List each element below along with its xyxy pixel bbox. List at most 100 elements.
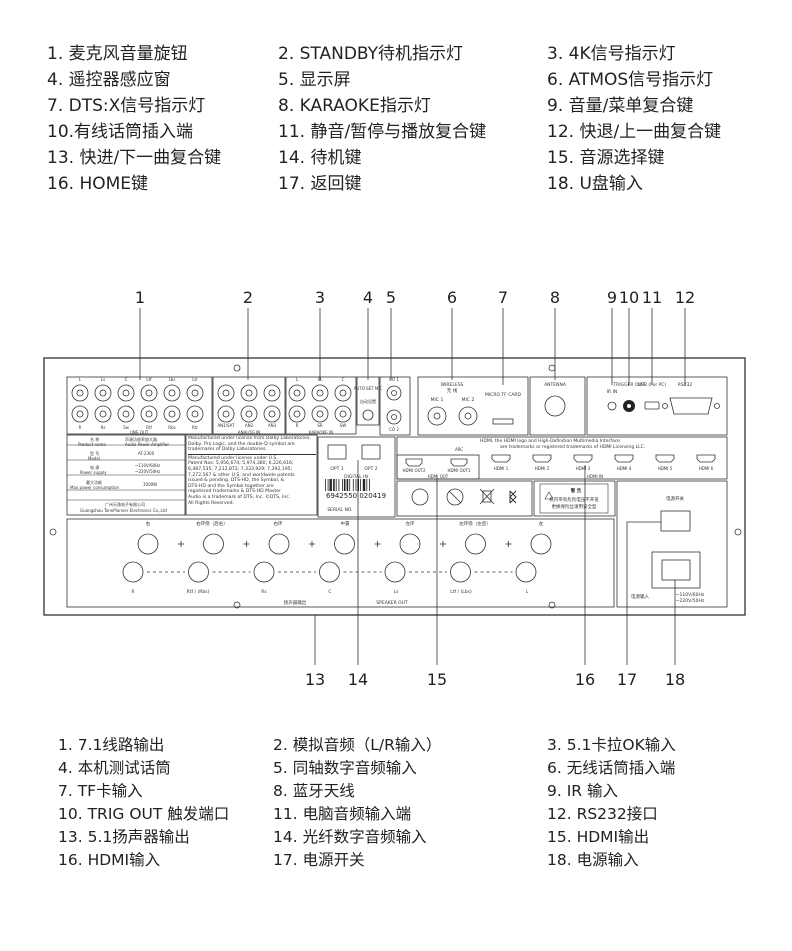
jack-label: L [79, 377, 82, 382]
section-label: HDMI OUT [428, 474, 449, 479]
barcode-bar [366, 479, 368, 491]
tf-card-slot [492, 418, 514, 425]
power-switch-label: 电源开关 [666, 495, 684, 502]
rca-jack [163, 405, 181, 423]
speaker-binding-post [203, 533, 224, 555]
top-legend-item: 16. HOME键 [47, 174, 149, 194]
bottom-legend-item: 8. 蓝牙天线 [273, 782, 355, 800]
hdmi-in-port-label: HDMI 1 [494, 466, 509, 471]
barcode-bar [346, 479, 349, 491]
tf-label: MICRO TF CARD [485, 392, 522, 398]
section-label: KARAOKE IN [309, 430, 333, 435]
callout-number: 6 [447, 288, 457, 307]
mount-screw [233, 364, 241, 372]
spec-key: Model [88, 456, 100, 461]
speaker-binding-post [465, 533, 486, 555]
rca-jack [288, 405, 306, 423]
rca-jack [94, 405, 112, 423]
serial-label: SERIAL NO. [327, 507, 352, 513]
speaker-label-cn: 右环绕（后右） [196, 520, 228, 527]
speaker-label-cn: 左环 [406, 520, 415, 527]
speaker-label: C [328, 589, 331, 595]
power-input-spec: ~110V/60Hz [676, 592, 705, 598]
hdmi-notice: HDMI, the HDMI logo and High-Definition … [480, 438, 620, 444]
hdmi-in-port-label: HDMI 3 [576, 466, 591, 471]
speaker-binding-post [399, 533, 421, 555]
speaker-label-cn: 右 [146, 520, 151, 527]
rca-jack [217, 384, 235, 402]
section-label: HDMI IN [587, 474, 603, 479]
speaker-label: Ltf / (Lbs) [450, 589, 472, 595]
jack-label: R [79, 425, 82, 430]
dts-notice-line: DTS-HD and the Symbol together are [188, 483, 274, 489]
barcode-bar [327, 479, 329, 491]
top-legend-item: 7. DTS:X信号指示灯 [47, 96, 206, 116]
bottom-legend-item: 2. 模拟音频（L/R输入） [273, 736, 442, 754]
spec-value: 1000W [143, 482, 157, 487]
barcode-number: 6942550 020419 [326, 492, 386, 500]
top-legend-item: 6. ATMOS信号指示灯 [547, 70, 714, 90]
callout-number: 4 [363, 288, 373, 307]
dts-notice-line: All Rights Reserved. [188, 500, 234, 506]
speaker-out-block [66, 518, 615, 608]
speaker-label: L [526, 589, 529, 595]
mount-screw [49, 528, 57, 536]
dolby-notice: Manufactured under license from Dolby La… [188, 436, 316, 455]
port-label: IR IN [607, 389, 618, 395]
rca-jack [140, 405, 158, 423]
control-ports-block [586, 376, 728, 436]
barcode-bar [343, 479, 346, 491]
speaker-out-label: SPEAKER OUT [376, 600, 408, 606]
section-label: LINE OUT [130, 430, 149, 435]
mount-screw [734, 528, 742, 536]
rca-jack [163, 384, 181, 402]
speaker-binding-post [450, 561, 471, 583]
callout-number: 8 [550, 288, 560, 307]
callout-number: 5 [386, 288, 396, 307]
jack-label: Rbs [168, 425, 175, 430]
jack-label: L [296, 377, 299, 382]
rca-jack [140, 384, 158, 402]
top-legend-item: 18. U盘输入 [547, 174, 643, 194]
mic-jack [458, 406, 478, 426]
hdmi-port [573, 454, 593, 463]
dts-notice-line: Audio is a trademark of DTS, Inc. ©DTS, … [188, 494, 291, 500]
hdmi-port [405, 458, 423, 467]
jack-label: AN3 [268, 423, 277, 428]
barcode-bar [349, 479, 351, 491]
certification-icon [446, 488, 464, 506]
barcode-bar [342, 479, 343, 491]
jack-label: Rtf [146, 425, 152, 430]
optical-block [317, 436, 396, 518]
rca-jack [186, 384, 204, 402]
jack-label: Ltf [146, 377, 152, 382]
speaker-binding-post [334, 533, 355, 555]
coax-jack [386, 409, 402, 425]
ir-jack [607, 401, 617, 411]
jack-label: SR [317, 423, 323, 428]
spec-key: Power supply [80, 470, 107, 475]
callout-number: 13 [305, 670, 325, 689]
bottom-legend-item: 4. 本机测试话筒 [58, 759, 171, 777]
cert-block [396, 480, 533, 517]
mount-screw [233, 601, 241, 609]
hdmi-out-port-label: HDMI OUT1 [447, 468, 471, 473]
top-legend-item: 10.有线话筒插入端 [47, 122, 194, 142]
speaker-label: Rtf / (Rbs) [187, 589, 210, 595]
spec-key: 最大功耗 [86, 479, 102, 485]
jack-label: Lbs [169, 377, 176, 382]
spec-key: Max power consumption [70, 485, 120, 490]
bottom-legend-item: 9. IR 输入 [547, 782, 618, 800]
warning-block [533, 480, 616, 517]
rca-jack [117, 405, 135, 423]
hdmi-notice: are trademarks or registered trademarks … [500, 444, 645, 450]
bottom-legend-item: 12. RS232接口 [547, 805, 658, 823]
dts-notice-line: 7,272,567 & other U.S. and worldwide pat… [188, 472, 295, 478]
port-label: RS232 [678, 382, 693, 388]
bottom-legend-item: 11. 电脑音频输入端 [273, 805, 412, 823]
spec-key: 名 称 [90, 436, 99, 442]
optical-port [327, 444, 347, 460]
hdmi-port [450, 458, 468, 467]
warning-triangle-icon [544, 491, 554, 500]
speaker-binding-post [530, 533, 552, 555]
